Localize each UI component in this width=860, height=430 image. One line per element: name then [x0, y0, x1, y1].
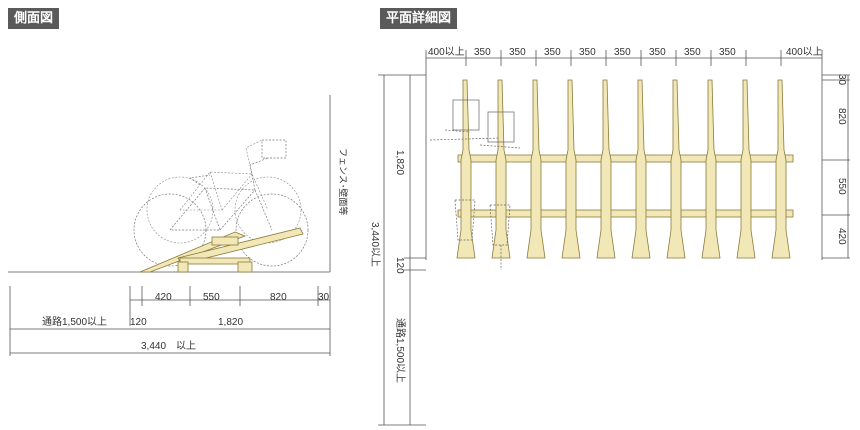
rack-slot	[491, 79, 511, 259]
plan-top-dim-5: 350	[614, 47, 631, 58]
side-dim-1820: 1,820	[218, 317, 243, 328]
side-view: フェンス･壁面等	[8, 95, 349, 356]
plan-right-dim-550: 550	[836, 178, 847, 195]
side-dim-420: 420	[155, 292, 172, 303]
plan-view-title: 平面詳細図	[380, 8, 458, 29]
side-dim-550: 550	[203, 292, 220, 303]
rack-slot	[666, 79, 686, 259]
rack-slot	[631, 79, 651, 259]
side-dim-120: 120	[130, 317, 147, 328]
plan-right-dim-820: 820	[836, 108, 847, 125]
plan-bicycles	[429, 99, 521, 270]
plan-rail-lower	[457, 209, 794, 218]
side-dim-passage: 通路1,500以上	[42, 315, 107, 328]
rack-slot	[701, 79, 721, 259]
rack-slot	[771, 79, 791, 259]
side-rack	[139, 227, 304, 273]
wall-label: フェンス･壁面等	[338, 148, 349, 215]
plan-top-dim-7: 350	[684, 47, 701, 58]
side-dim-820: 820	[270, 292, 287, 303]
plan-rail-upper	[457, 154, 794, 163]
plan-left-dim-passage: 通路1,500以上	[394, 318, 407, 383]
side-dim-30: 30	[318, 292, 330, 303]
plan-left-dimension	[378, 74, 426, 426]
plan-top-dim-2: 350	[509, 47, 526, 58]
rack-slot	[526, 79, 546, 259]
rack-slot	[456, 79, 476, 259]
plan-left-dim-120: 120	[394, 257, 405, 274]
plan-right-dim-420: 420	[836, 228, 847, 245]
plan-top-dim-0: 400以上	[428, 46, 465, 58]
plan-top-dim-3: 350	[544, 47, 561, 58]
plan-top-dim-1: 350	[474, 47, 491, 58]
rack-slot	[561, 79, 581, 259]
plan-left-dim-1820: 1,820	[394, 150, 405, 175]
bicycle-rear	[133, 139, 309, 267]
rack-slot	[596, 79, 616, 259]
plan-top-dim-4: 350	[579, 47, 596, 58]
side-dimensions	[9, 286, 331, 356]
plan-right-dim-30: 30	[836, 74, 847, 86]
plan-top-dim-9: 400以上	[786, 46, 823, 58]
plan-top-dim-6: 350	[649, 47, 666, 58]
plan-view: 400以上 350 350 350 350 350 350 350 350 40…	[369, 46, 850, 426]
side-view-title: 側面図	[8, 8, 60, 29]
rack-slot	[736, 79, 756, 259]
plan-right-dimension	[822, 74, 850, 259]
side-dim-3440: 3,440	[141, 341, 166, 352]
side-dim-ijou: 以上	[176, 340, 196, 352]
bicycle-front	[146, 139, 302, 244]
plan-outer-dim: 3,440以上	[369, 222, 381, 267]
plan-top-dimension	[425, 50, 823, 260]
plan-rack-slots	[456, 79, 791, 259]
plan-top-dim-8: 350	[719, 47, 736, 58]
